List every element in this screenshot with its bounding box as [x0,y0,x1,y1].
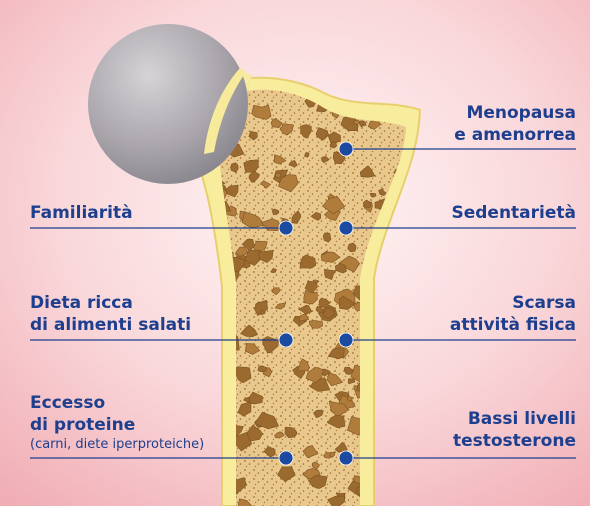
label-menopausa-line2: e amenorrea [454,125,576,145]
pointer-dot-scarsa [339,333,353,347]
label-sedentarieta-text: Sedentarietà [451,203,576,223]
pointer-dot-bassi [339,451,353,465]
bone-pore [230,163,238,173]
label-dieta: Dieta ricca di alimenti salati [30,292,191,336]
pointer-dot-sedentarieta [339,221,353,235]
label-bassi: Bassi livelli testosterone [453,408,576,452]
label-scarsa: Scarsa attività fisica [450,292,576,336]
bone-pore [244,160,259,173]
label-familiarita-text: Familiarità [30,203,133,223]
pointer-dot-menopausa [339,142,353,156]
label-sedentarieta: Sedentarietà [451,202,576,224]
pointer-dot-familiarita [279,221,293,235]
label-eccesso: Eccesso di proteine (carni, diete iperpr… [30,392,204,453]
label-eccesso-line1: Eccesso [30,393,105,413]
label-eccesso-note: (carni, diete iperproteiche) [30,436,204,453]
label-bassi-line2: testosterone [453,431,576,451]
label-dieta-line1: Dieta ricca [30,293,133,313]
label-scarsa-line1: Scarsa [512,293,576,313]
label-familiarita: Familiarità [30,202,133,224]
label-menopausa: Menopausa e amenorrea [454,102,576,146]
label-menopausa-line1: Menopausa [466,103,576,123]
pointer-dot-dieta [279,333,293,347]
label-scarsa-line2: attività fisica [450,315,576,335]
label-eccesso-line2: di proteine [30,415,135,435]
label-dieta-line2: di alimenti salati [30,315,191,335]
label-bassi-line1: Bassi livelli [468,409,576,429]
pointer-dot-eccesso [279,451,293,465]
